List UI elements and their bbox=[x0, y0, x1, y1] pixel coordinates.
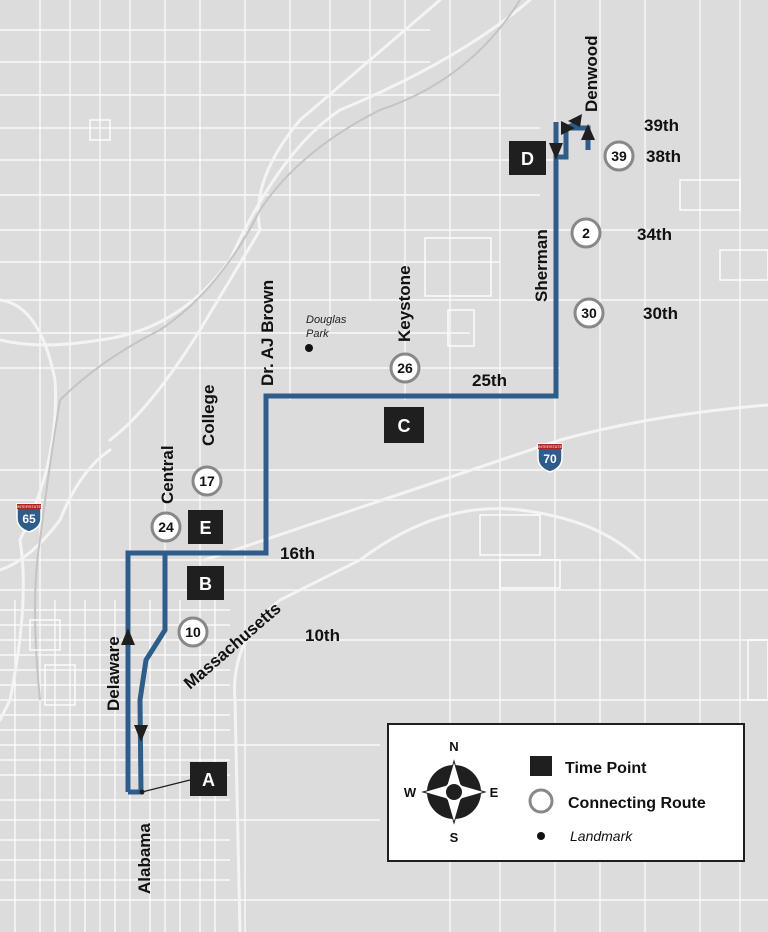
building-blocks bbox=[29, 119, 768, 706]
time-point-b: B bbox=[187, 566, 224, 600]
compass-icon bbox=[421, 759, 487, 825]
street-label-38th: 38th bbox=[646, 147, 681, 166]
connecting-route-39: 39 bbox=[603, 140, 635, 172]
legend-time-point-label: Time Point bbox=[565, 760, 647, 777]
svg-text:E: E bbox=[199, 518, 211, 538]
svg-text:17: 17 bbox=[199, 473, 215, 489]
interstate-70-shield: INTERSTATE 70 bbox=[537, 443, 563, 473]
street-label-alabama: Alabama bbox=[135, 823, 154, 894]
route-branch-line bbox=[128, 553, 168, 795]
route-line bbox=[125, 125, 591, 792]
street-label-34th: 34th bbox=[637, 225, 672, 244]
compass-west: W bbox=[404, 785, 417, 800]
svg-text:39: 39 bbox=[611, 148, 627, 164]
direction-arrow-icon bbox=[549, 143, 563, 160]
legend-connecting-route-icon bbox=[528, 788, 554, 814]
svg-text:2: 2 bbox=[582, 225, 590, 241]
time-point-c: C bbox=[384, 407, 424, 443]
svg-text:26: 26 bbox=[397, 360, 413, 376]
svg-text:24: 24 bbox=[158, 519, 174, 535]
svg-text:10: 10 bbox=[185, 624, 201, 640]
bus-route bbox=[121, 114, 595, 795]
street-label-10th: 10th bbox=[305, 626, 340, 645]
compass-east: E bbox=[490, 785, 499, 800]
connecting-route-17: 17 bbox=[191, 465, 223, 497]
legend-landmark-icon bbox=[537, 832, 545, 840]
interstate-65-shield: INTERSTATE 65 bbox=[16, 503, 42, 533]
street-label-keystone: Keystone bbox=[395, 265, 414, 342]
legend-connecting-route-label: Connecting Route bbox=[568, 795, 706, 812]
time-point-e: E bbox=[188, 510, 223, 544]
direction-arrow-icon bbox=[134, 725, 148, 742]
connecting-route-2: 2 bbox=[570, 217, 602, 249]
time-point-a-dot bbox=[139, 789, 145, 795]
svg-text:30: 30 bbox=[581, 305, 597, 321]
street-label-dr-aj-brown: Dr. AJ Brown bbox=[258, 280, 277, 386]
downtown-grid bbox=[0, 600, 230, 932]
connecting-route-10: 10 bbox=[177, 616, 209, 648]
svg-text:Park: Park bbox=[306, 328, 329, 340]
direction-arrow-icon bbox=[121, 628, 135, 645]
street-label-30th: 30th bbox=[643, 304, 678, 323]
svg-text:B: B bbox=[199, 574, 212, 594]
street-label-college: College bbox=[199, 385, 218, 446]
street-label-sherman: Sherman bbox=[532, 229, 551, 302]
compass-south: S bbox=[450, 830, 459, 845]
direction-arrow-icon bbox=[561, 121, 575, 135]
legend: N S E W Time Point Connecting Route Land… bbox=[387, 723, 745, 862]
time-point-a: A bbox=[190, 762, 227, 796]
connecting-route-26: 26 bbox=[389, 352, 421, 384]
svg-text:INTERSTATE: INTERSTATE bbox=[17, 504, 42, 509]
landmark-dot bbox=[305, 344, 313, 352]
street-label-39th: 39th bbox=[644, 116, 679, 135]
svg-text:INTERSTATE: INTERSTATE bbox=[538, 444, 563, 449]
street-label-central: Central bbox=[158, 445, 177, 504]
direction-arrow-icon bbox=[581, 124, 595, 140]
street-label-25th: 25th bbox=[472, 371, 507, 390]
connecting-route-24: 24 bbox=[150, 511, 182, 543]
svg-text:65: 65 bbox=[22, 512, 36, 526]
street-label-16th: 16th bbox=[280, 544, 315, 563]
connecting-route-30: 30 bbox=[573, 297, 605, 329]
svg-text:Douglas: Douglas bbox=[306, 314, 347, 326]
legend-time-point-icon bbox=[530, 756, 552, 776]
svg-text:A: A bbox=[202, 770, 215, 790]
svg-text:C: C bbox=[398, 416, 411, 436]
landmark-douglas-park: Douglas Park bbox=[305, 314, 347, 352]
direction-arrow-icon bbox=[568, 114, 582, 127]
street-label-delaware: Delaware bbox=[104, 636, 123, 711]
time-point-d: D bbox=[509, 141, 546, 175]
legend-landmark-label: Landmark bbox=[570, 828, 633, 844]
street-label-denwood: Denwood bbox=[582, 36, 601, 113]
svg-text:70: 70 bbox=[543, 452, 557, 466]
time-point-a-pointer bbox=[141, 779, 191, 793]
compass-north: N bbox=[449, 739, 458, 754]
svg-text:D: D bbox=[521, 149, 534, 169]
waterways bbox=[34, 0, 521, 701]
